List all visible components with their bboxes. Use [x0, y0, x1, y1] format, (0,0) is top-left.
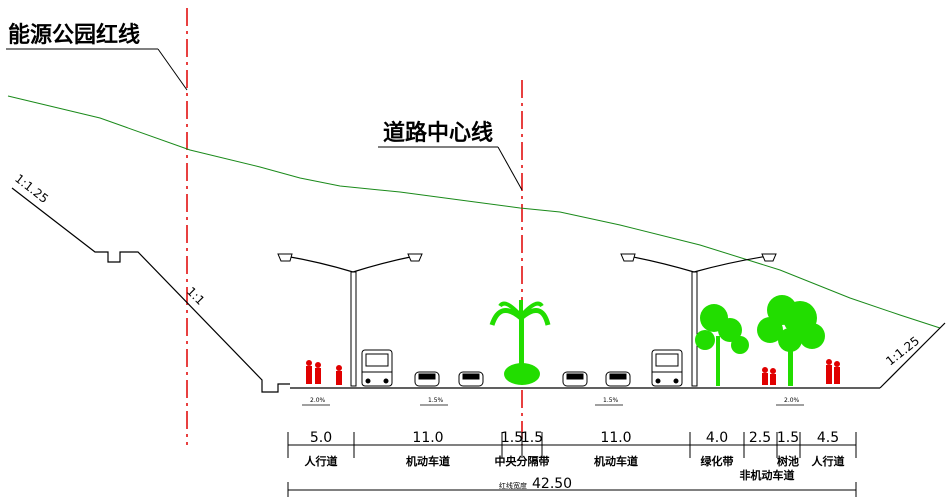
svg-text:2.0%: 2.0% — [310, 397, 326, 404]
right-slope-profile — [879, 322, 946, 389]
pedestrians-left — [306, 360, 342, 385]
palm-tree-icon — [489, 300, 551, 385]
dim-value-sidewalk-left: 5.0 — [310, 430, 332, 446]
left-upper-slope-ratio: 1:1.25 — [12, 171, 51, 206]
dim-value-carriageway-right: 11.0 — [600, 430, 631, 446]
pedestrians-right-mid — [762, 367, 776, 385]
dim-name-tree-pit: 树池 — [777, 454, 799, 468]
park-red-line-leader — [157, 48, 188, 91]
dim-name-sidewalk-left: 人行道 — [305, 454, 338, 468]
svg-text:1.5%: 1.5% — [603, 397, 619, 404]
grade-marker-right-carriageway: 1.5% — [595, 397, 623, 406]
street-lamp-left — [277, 253, 423, 387]
dimension-ticks — [287, 432, 857, 458]
grade-marker-left-sidewalk: 2.0% — [302, 397, 330, 406]
dim-value-sidewalk-right: 4.5 — [817, 430, 839, 446]
svg-text:1.5%: 1.5% — [428, 397, 444, 404]
bus-icon-right — [651, 349, 683, 387]
dim-name-carriageway-right: 机动车道 — [594, 454, 638, 468]
grade-marker-right-sidewalk: 2.0% — [776, 397, 804, 406]
car-icon-1 — [414, 371, 440, 387]
dim-name-carriageway-left: 机动车道 — [406, 454, 450, 468]
dim-name-sidewalk-right: 人行道 — [812, 454, 845, 468]
tree-icon — [757, 295, 825, 386]
grade-marker-left-carriageway: 1.5% — [420, 397, 448, 406]
dim-name-median: 中央分隔带 — [495, 454, 550, 468]
shrub-icon — [695, 304, 749, 386]
original-ground-line — [7, 95, 941, 329]
car-icon-4 — [605, 371, 631, 387]
park-red-line-label: 能源公园红线 — [8, 22, 140, 48]
dim-value-carriageway-left: 11.0 — [412, 430, 443, 446]
bus-icon-left — [361, 349, 393, 387]
dim-value-median-left: 1.5 — [501, 430, 523, 446]
total-width-label: 红线宽度 — [499, 481, 527, 490]
svg-text:2.0%: 2.0% — [784, 397, 800, 404]
dim-name-green-belt: 绿化带 — [701, 454, 734, 468]
pedestrians-right — [826, 359, 840, 384]
dim-value-green-belt: 4.0 — [706, 430, 728, 446]
dim-value-median-right: 1.5 — [521, 430, 543, 446]
center-line-leader — [497, 146, 523, 191]
road-center-line-label: 道路中心线 — [383, 120, 493, 146]
dim-value-tree-pit: 1.5 — [777, 430, 799, 446]
car-icon-2 — [458, 371, 484, 387]
left-slope-profile — [11, 187, 290, 393]
total-width-value: 42.50 — [532, 476, 572, 492]
car-icon-3 — [562, 371, 588, 387]
street-lamp-right — [620, 253, 777, 387]
dim-name-non-motor: 非机动车道 — [740, 468, 795, 482]
dim-value-non-motor: 2.5 — [749, 430, 771, 446]
